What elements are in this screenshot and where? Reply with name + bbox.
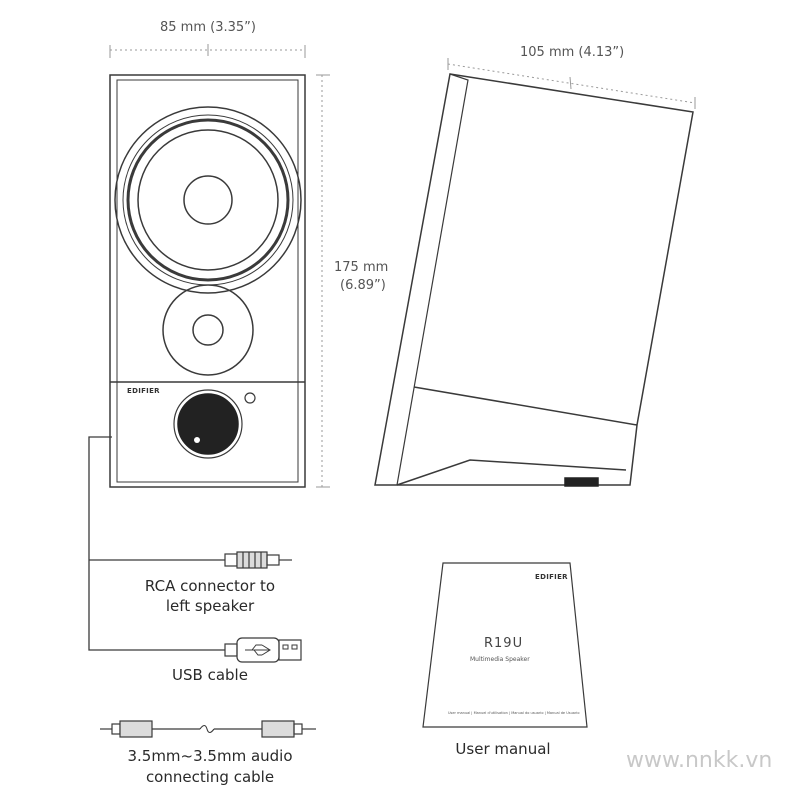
width-dimension-label: 85 mm (3.35”) [160, 20, 256, 35]
manual-brand-logo: EDIFIER [535, 573, 568, 581]
rear-port-icon [564, 477, 599, 487]
speaker-front-view [109, 74, 306, 488]
user-manual-caption: User manual [455, 740, 551, 758]
speaker-cables [88, 436, 225, 651]
indicator-light-icon [244, 392, 256, 404]
tweeter-icon [162, 284, 254, 376]
height-dimension-label-mm: 175 mm [334, 260, 389, 275]
dimension-lines [109, 44, 696, 488]
manual-model-name: R19U [484, 636, 524, 651]
usb-caption: USB cable [172, 666, 248, 684]
rca-caption-line1: RCA connector to [144, 577, 276, 595]
manual-languages: User manual | Manuel d'utilisation | Man… [448, 711, 580, 715]
depth-dimension-label: 105 mm (4.13”) [520, 45, 625, 60]
audio-cable-caption-line1: 3.5mm~3.5mm audio [127, 747, 293, 765]
speaker-brand-logo: EDIFIER [127, 387, 160, 395]
manual-subtitle: Multimedia Speaker [470, 656, 530, 663]
usb-connector-icon [224, 637, 302, 663]
speaker-side-view [374, 73, 694, 487]
rca-connector-icon [224, 551, 292, 569]
height-dimension-label-in: (6.89”) [340, 278, 386, 293]
watermark: www.nnkk.vn [626, 748, 773, 773]
volume-knob-icon [173, 389, 243, 459]
audio-cable-caption-line2: connecting cable [145, 768, 275, 786]
audio-cable-icon [100, 720, 316, 738]
woofer-icon [114, 106, 302, 294]
user-manual-booklet [422, 562, 588, 728]
rca-caption-line2: left speaker [165, 597, 255, 615]
